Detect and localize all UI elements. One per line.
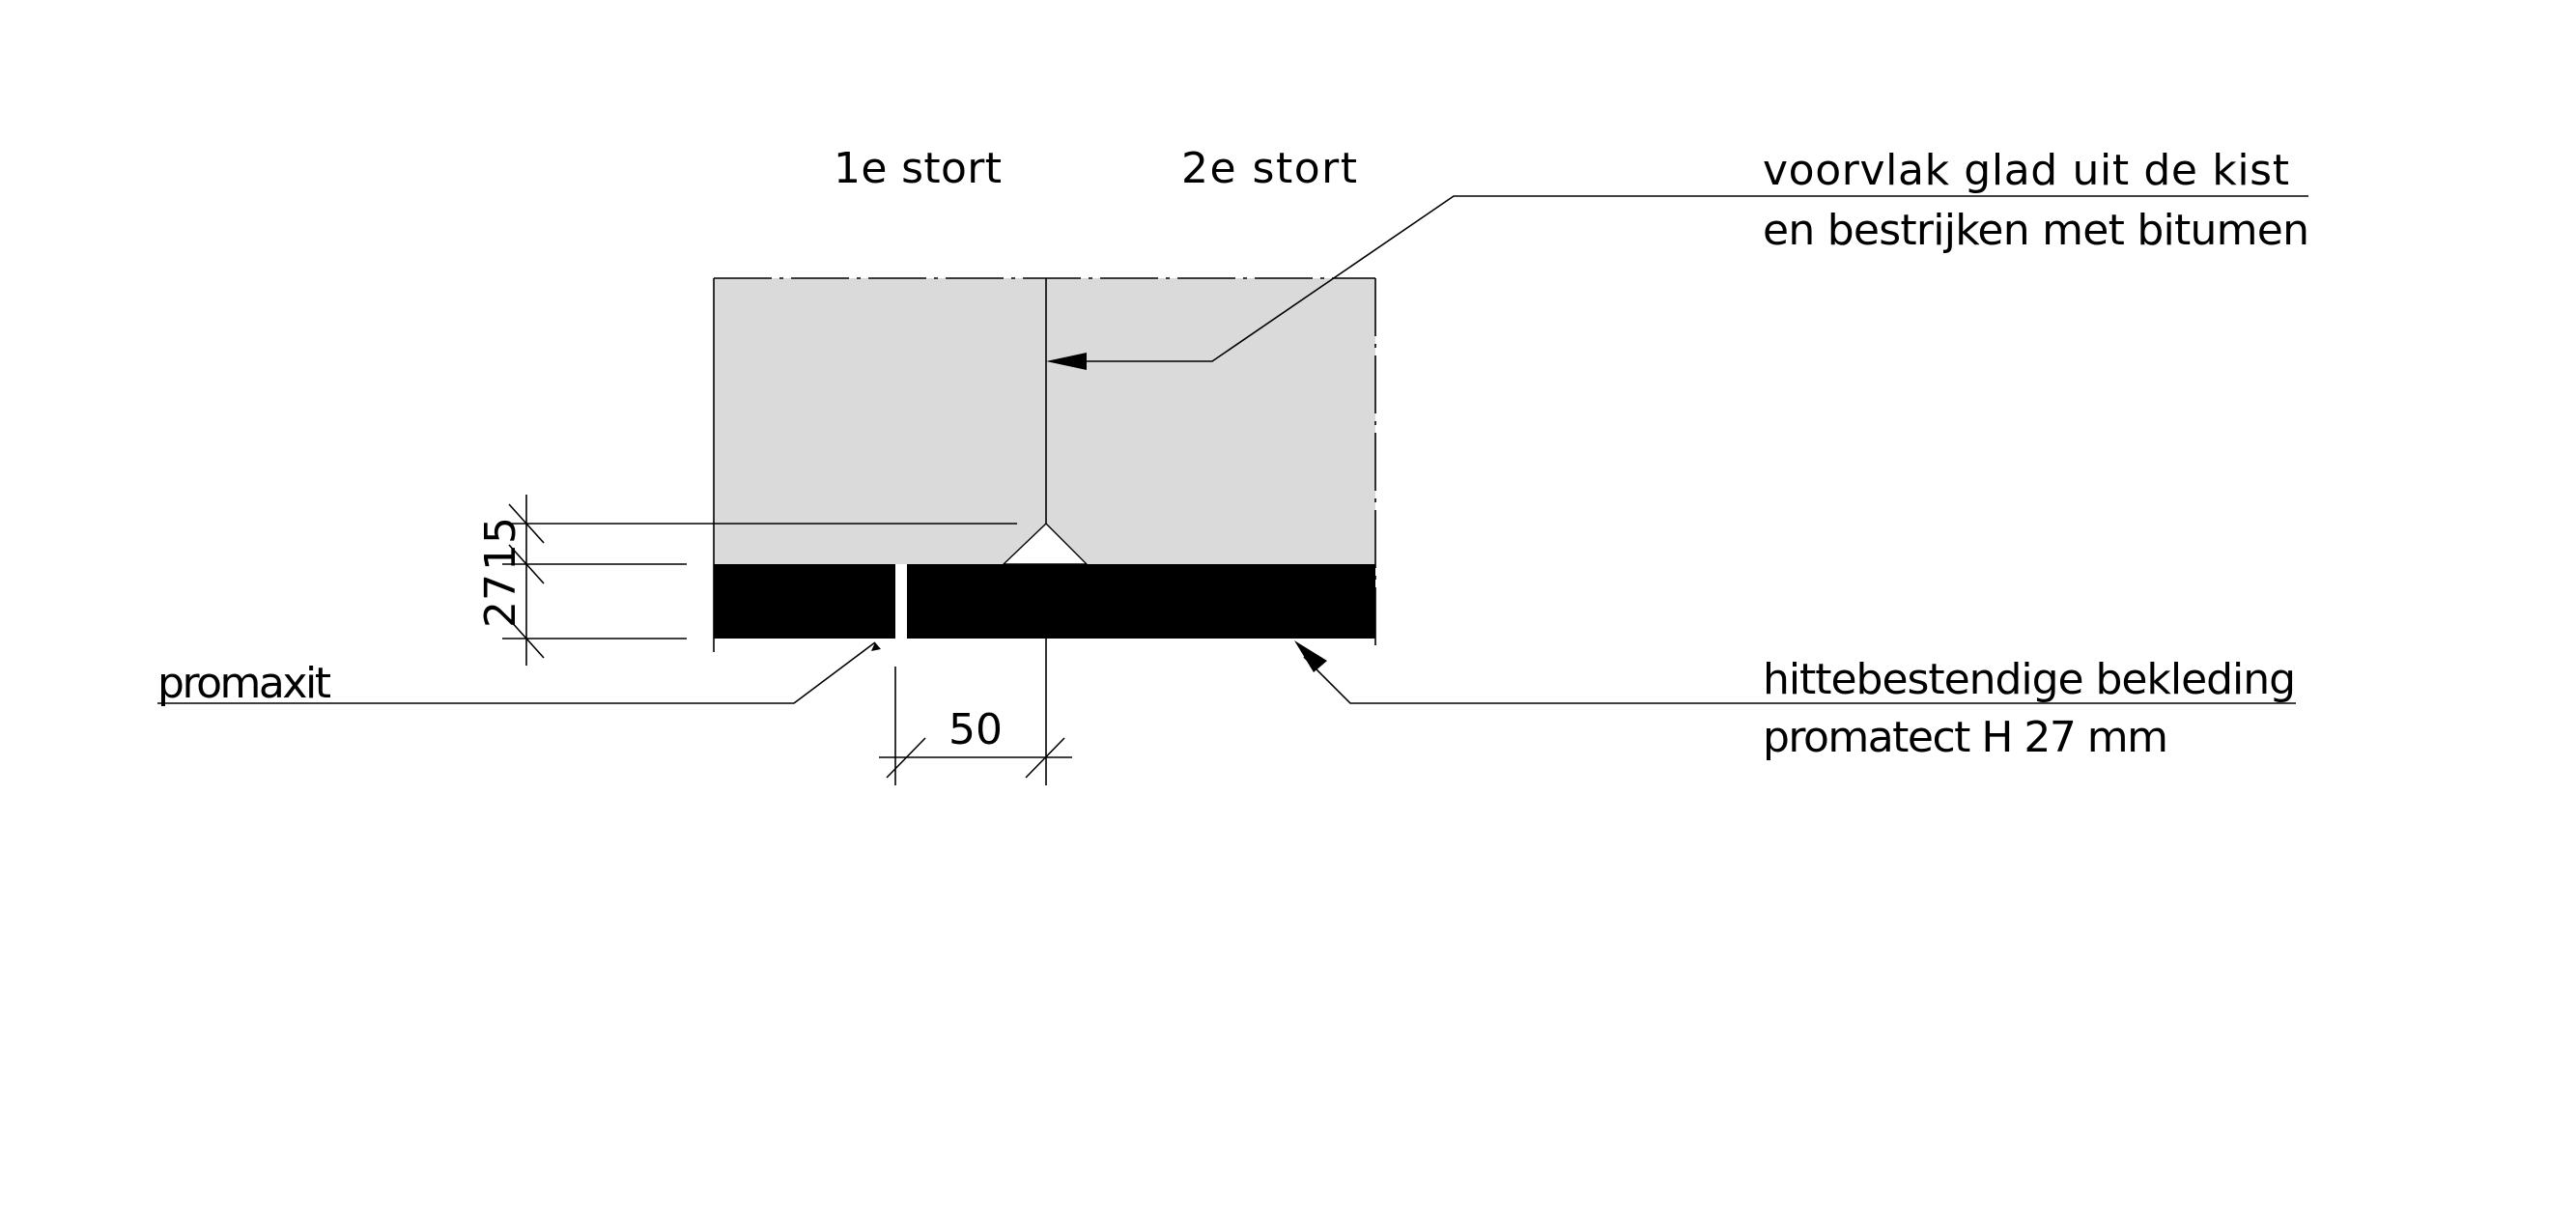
label-front-face-2: en bestrijken met bitumen — [1763, 206, 2309, 255]
concrete-block — [714, 278, 1375, 564]
label-promaxit: promaxit — [157, 659, 331, 708]
promaxit-joint — [895, 564, 907, 639]
label-pour-1: 1e stort — [834, 144, 1002, 193]
cladding-board — [714, 564, 1375, 639]
promaxit-leader — [157, 641, 881, 704]
arrow-head-icon — [1046, 353, 1087, 370]
vertical-dimension: 15 27 — [476, 495, 1017, 666]
dim-joint-offset: 50 — [948, 705, 1003, 754]
label-front-face-1: voorvlak glad uit de kist — [1763, 146, 2289, 195]
cladding-leader — [1294, 640, 2296, 704]
dim-chamfer: 15 — [476, 517, 525, 571]
horizontal-dimension: 50 — [879, 639, 1072, 785]
front-face-leader — [1046, 195, 2308, 370]
label-cladding-2: promatect H 27 mm — [1763, 713, 2168, 762]
arrow-head-icon — [871, 642, 881, 651]
dim-board-thickness: 27 — [476, 574, 525, 628]
label-cladding-1: hittebestendige bekleding — [1763, 655, 2296, 704]
label-pour-2: 2e stort — [1181, 144, 1357, 193]
arrow-head-icon — [1294, 640, 1327, 672]
